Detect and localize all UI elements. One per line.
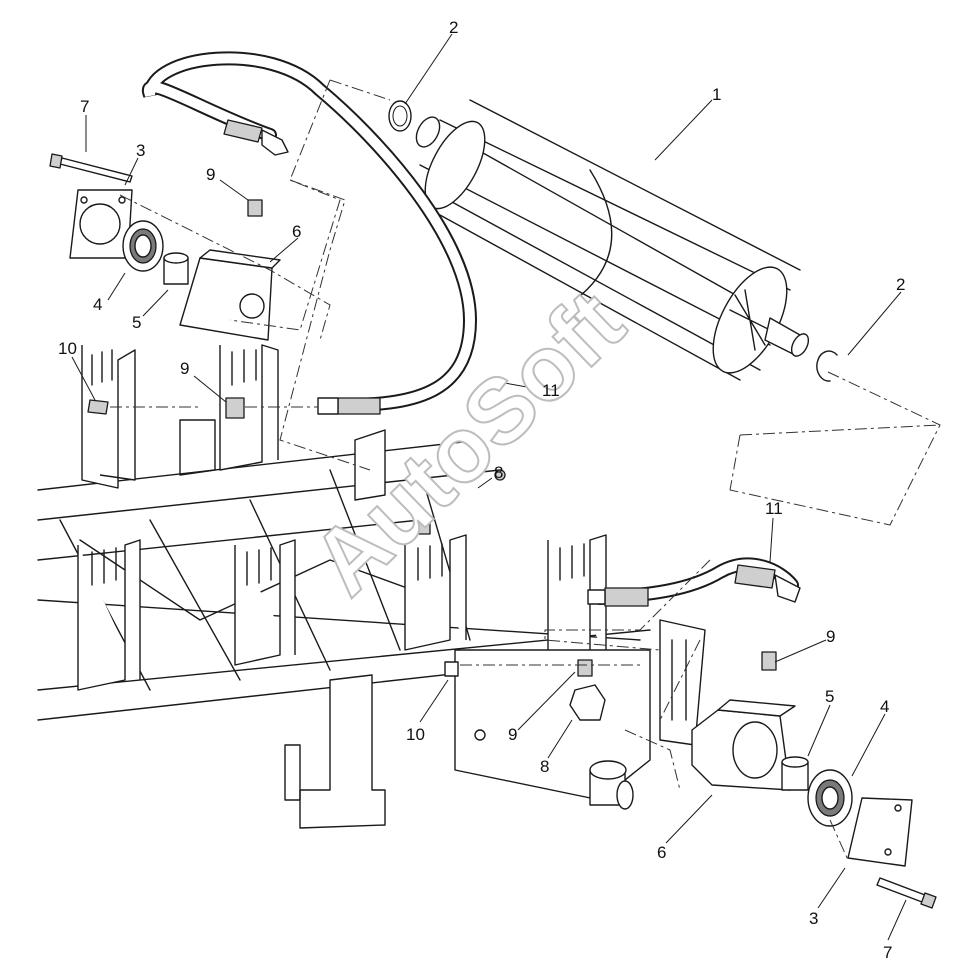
callout-5: 5	[825, 687, 834, 706]
flange-plate-right	[847, 797, 913, 867]
callout-labels: 2 1 7 3 9 6 4 5 10 9 11 2 8 11 9 5 4 10 …	[58, 18, 905, 962]
right-bearing-group	[414, 469, 937, 909]
bolt-right-head	[920, 892, 937, 909]
flange-plate-right-hole	[894, 804, 902, 812]
callout-9: 9	[826, 627, 835, 646]
bushing-left-top	[163, 252, 189, 264]
bracket-slots-l3	[417, 543, 443, 581]
fitting-block	[414, 517, 431, 535]
callout-11: 11	[542, 381, 560, 400]
left-bearing-group	[49, 153, 281, 419]
callout-3: 3	[809, 909, 818, 928]
bolt-left-head	[49, 153, 63, 169]
hose-lower-nut	[587, 589, 606, 605]
hose-upper-elbow	[261, 129, 289, 156]
reel-assembly	[415, 99, 810, 381]
bracket-lower-3	[404, 534, 467, 651]
side-plate-hole	[474, 729, 486, 741]
snap-ring-left	[388, 100, 412, 132]
drive-shaft-face	[616, 780, 634, 810]
callout-4: 4	[880, 697, 889, 716]
assembly-center-lines	[110, 79, 941, 861]
grease-nipple-lower	[577, 659, 593, 677]
bearing-housing-right-top	[717, 699, 796, 717]
callout-9: 9	[508, 725, 517, 744]
fitting-8-lower	[569, 684, 606, 721]
lower-foot-clip	[284, 744, 301, 801]
frame-rail-inner	[37, 519, 421, 561]
bearing-left-bore	[134, 234, 152, 258]
leader-lines	[71, 33, 907, 941]
grease-nipple-right	[761, 651, 777, 671]
bearing-housing-left-top	[199, 249, 281, 269]
reel-spider-spokes	[729, 289, 771, 351]
bracket-small	[354, 429, 386, 501]
grease-hose-upper	[142, 51, 478, 415]
bracket-plate	[179, 419, 216, 476]
flange-plate-left-bore	[79, 203, 121, 245]
callout-8: 8	[494, 463, 503, 482]
hose-upper-ferrule-top	[223, 119, 263, 143]
flange-plate-right-hole-2	[884, 848, 892, 856]
callout-7: 7	[883, 943, 892, 962]
bracket-slots-l4	[559, 543, 585, 581]
bracket-upper-left	[81, 345, 136, 489]
grease-nipple-upper	[247, 199, 263, 217]
bolt-right	[876, 877, 926, 903]
hose-upper-ferrule-end	[337, 397, 381, 415]
callout-6: 6	[657, 843, 666, 862]
callout-9: 9	[206, 165, 215, 184]
bracket-lower-1	[77, 539, 141, 691]
hose-lower-ferrule-right	[734, 564, 776, 589]
fitting-8-upper	[494, 469, 506, 481]
grease-hose-lower	[587, 557, 801, 607]
snap-ring-right	[816, 350, 838, 382]
right-upright-slots	[671, 639, 687, 721]
reel-shaft-right-end	[790, 333, 810, 357]
callout-10: 10	[406, 725, 425, 744]
callout-10: 10	[58, 339, 77, 358]
bolt-left	[59, 157, 133, 183]
fitting-left	[87, 399, 109, 415]
bushing-right-top	[781, 756, 809, 768]
bracket-lower-2	[234, 539, 296, 666]
callout-7: 7	[80, 97, 89, 116]
callout-2: 2	[896, 275, 905, 294]
hose-lower-ferrule-left	[604, 587, 649, 607]
bearing-housing-left-bore	[239, 293, 265, 319]
hose-lower-elbow	[774, 574, 801, 603]
bracket-slots-l2	[246, 547, 272, 586]
bearing-right-bore	[821, 786, 839, 810]
flange-plate-left-hole-2	[118, 196, 126, 204]
bearing-housing-left	[179, 257, 273, 341]
reel-center-disc-line	[574, 169, 613, 301]
hose-upper-nut	[317, 397, 339, 415]
fitting-10-lower	[444, 661, 459, 677]
callout-1: 1	[712, 85, 721, 104]
callout-11: 11	[765, 499, 783, 518]
grease-nipple-mid	[225, 397, 245, 419]
callout-5: 5	[132, 313, 141, 332]
bracket-slots-ul	[91, 349, 113, 386]
callout-9: 9	[180, 359, 189, 378]
bearing-housing-right-bore	[732, 721, 778, 779]
callout-2: 2	[449, 18, 458, 37]
flange-plate-left-hole-1	[80, 196, 88, 204]
bracket-slots-l1	[91, 547, 117, 586]
callout-3: 3	[136, 141, 145, 160]
lower-foot	[299, 674, 386, 829]
snap-ring-left-inner	[392, 105, 408, 127]
callout-6: 6	[292, 222, 301, 241]
reel-shaft-left	[415, 116, 441, 148]
callout-8: 8	[540, 757, 549, 776]
callout-4: 4	[93, 295, 102, 314]
bracket-slots-um	[231, 349, 257, 386]
drive-shaft-end	[589, 760, 627, 780]
